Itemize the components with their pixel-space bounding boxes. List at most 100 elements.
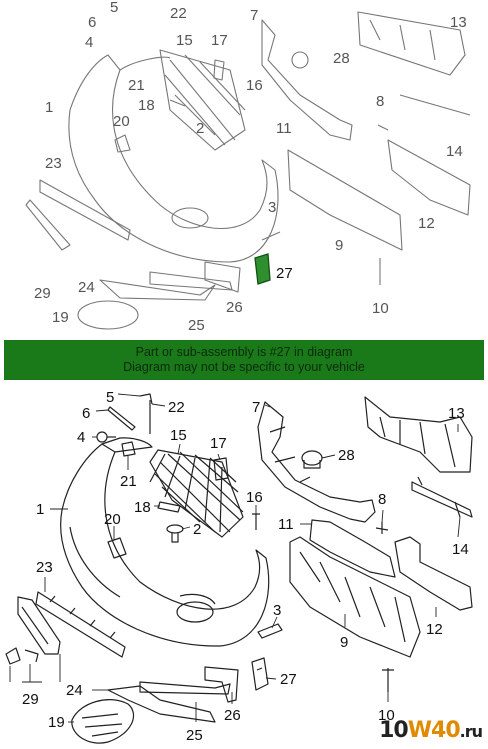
part-17-clip[interactable]	[213, 457, 229, 481]
part-7-bracket[interactable]	[257, 401, 376, 523]
callout-26[interactable]: 26	[224, 707, 241, 724]
part-26-bracket[interactable]	[204, 666, 239, 703]
callout-4[interactable]: 4	[77, 429, 85, 446]
callout-20[interactable]: 20	[104, 511, 121, 528]
part-6-strip[interactable]	[107, 406, 136, 431]
callout-2[interactable]: 2	[193, 521, 201, 538]
svg-text:8: 8	[376, 93, 384, 110]
svg-text:19: 19	[52, 309, 69, 326]
callout-16[interactable]: 16	[246, 489, 263, 506]
callout-5[interactable]: 5	[106, 389, 114, 406]
part-5-clip[interactable]	[139, 393, 153, 405]
callout-23[interactable]: 23	[36, 559, 53, 576]
callout-8[interactable]: 8	[378, 491, 386, 508]
svg-text:13: 13	[450, 14, 467, 31]
svg-text:23: 23	[45, 155, 62, 172]
svg-text:3: 3	[268, 199, 276, 216]
watermark-part-a: 10	[379, 718, 409, 743]
svg-text:28: 28	[333, 50, 350, 67]
svg-text:9: 9	[335, 237, 343, 254]
part-24-trim[interactable]	[107, 685, 216, 723]
diagram-main-svg: 1 2 3 4 5 6 7 8 9 10 11 12 13 14 15 16 1…	[5, 389, 473, 744]
svg-text:2: 2	[196, 120, 204, 137]
callout-9[interactable]: 9	[340, 634, 348, 651]
callout-6[interactable]: 6	[82, 405, 90, 422]
svg-text:18: 18	[138, 97, 155, 114]
callout-3[interactable]: 3	[273, 602, 281, 619]
part-29-clip[interactable]	[5, 647, 39, 665]
callout-27[interactable]: 27	[280, 671, 297, 688]
svg-text:1: 1	[45, 99, 53, 116]
callout-17[interactable]: 17	[210, 435, 227, 452]
callout-29[interactable]: 29	[22, 691, 39, 708]
part-9-impact-bar[interactable]	[289, 536, 421, 658]
callout-1[interactable]: 1	[36, 501, 44, 518]
callout-21[interactable]: 21	[120, 473, 137, 490]
part-3-pin[interactable]	[257, 623, 283, 639]
svg-text:14: 14	[446, 143, 463, 160]
svg-text:15: 15	[176, 32, 193, 49]
callout-24[interactable]: 24	[66, 682, 83, 699]
svg-text:4: 4	[85, 34, 93, 51]
svg-text:10: 10	[372, 300, 389, 317]
diagram-preview-panel: 1 2 3 4 5 6 7 8 9 10 11 12 13 14 15 16 1…	[0, 0, 488, 338]
part-23-lower-strip[interactable]	[35, 591, 126, 658]
svg-text:22: 22	[170, 5, 187, 22]
part-29-license-bracket[interactable]	[17, 596, 61, 655]
callout-14[interactable]: 14	[452, 541, 469, 558]
grille-outline	[159, 49, 246, 151]
part-13-carrier[interactable]	[364, 396, 473, 473]
part-28-sensor[interactable]	[301, 450, 323, 469]
callout-11[interactable]: 11	[278, 516, 294, 533]
callout-7[interactable]: 7	[252, 399, 260, 416]
svg-text:16: 16	[246, 77, 263, 94]
watermark-part-b: W40	[407, 718, 461, 743]
part-14-bar[interactable]	[411, 476, 473, 518]
part-19-fog-grille[interactable]	[71, 699, 134, 744]
svg-text:6: 6	[88, 14, 96, 31]
callout-13[interactable]: 13	[448, 405, 465, 422]
part-25-trim[interactable]	[139, 681, 231, 695]
callout-25[interactable]: 25	[186, 727, 203, 744]
svg-text:7: 7	[250, 7, 258, 24]
part-27-bracket[interactable]	[251, 657, 269, 691]
callout-12[interactable]: 12	[426, 621, 443, 638]
svg-text:20: 20	[113, 113, 130, 130]
svg-text:11: 11	[276, 120, 292, 137]
svg-text:5: 5	[110, 0, 118, 16]
part-21-cap[interactable]	[121, 441, 136, 457]
watermark-part-c: .ru	[459, 722, 483, 741]
part-11-absorber[interactable]	[309, 519, 396, 578]
svg-text:26: 26	[226, 299, 243, 316]
callout-19[interactable]: 19	[48, 714, 65, 731]
fitment-banner: Part or sub-assembly is #27 in diagram D…	[4, 340, 484, 380]
callout-18[interactable]: 18	[134, 499, 151, 516]
svg-text:29: 29	[34, 285, 51, 302]
part-8-bolt[interactable]	[375, 522, 389, 534]
banner-line-1: Part or sub-assembly is #27 in diagram	[135, 345, 353, 359]
svg-text:25: 25	[188, 317, 205, 334]
leader-lines	[9, 393, 461, 723]
part-20-cover[interactable]	[107, 537, 127, 559]
bumper-cover-outline	[68, 54, 279, 263]
diagram-main-panel: 1 2 3 4 5 6 7 8 9 10 11 12 13 14 15 16 1…	[0, 382, 488, 749]
diagram-preview-svg: 1 2 3 4 5 6 7 8 9 10 11 12 13 14 15 16 1…	[25, 0, 471, 334]
svg-text:27: 27	[276, 265, 293, 282]
part-1-bumper-cover[interactable]	[60, 437, 270, 647]
svg-text:24: 24	[78, 279, 95, 296]
callout-22[interactable]: 22	[168, 399, 185, 416]
part-27-highlight-preview	[254, 253, 271, 285]
part-2-fastener[interactable]	[166, 524, 184, 543]
callout-15[interactable]: 15	[170, 427, 187, 444]
site-watermark: 10W40.ru	[379, 718, 483, 743]
banner-line-2: Diagram may not be specific to your vehi…	[123, 360, 365, 374]
part-10-bolt[interactable]	[382, 668, 394, 692]
callout-10[interactable]: 10	[378, 707, 395, 724]
callout-28[interactable]: 28	[338, 447, 355, 464]
part-16-screw[interactable]	[252, 513, 260, 530]
svg-text:12: 12	[418, 215, 435, 232]
svg-text:17: 17	[211, 32, 228, 49]
part-15-grille[interactable]	[149, 449, 244, 538]
part-12-absorber[interactable]	[394, 536, 473, 611]
svg-text:21: 21	[128, 77, 145, 94]
